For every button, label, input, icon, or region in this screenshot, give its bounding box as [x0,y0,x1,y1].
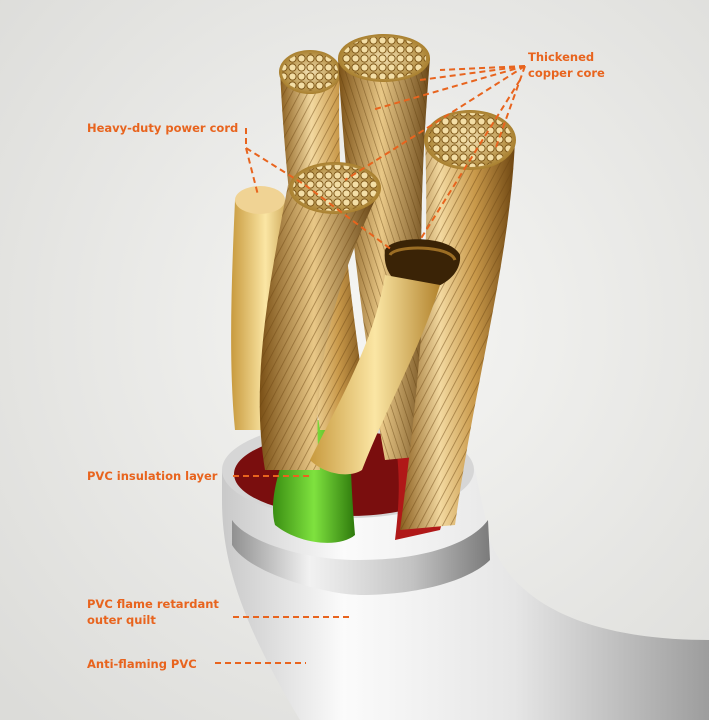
label-pvc-flame-retardant-outer-quilt: PVC flame retardant outer quilt [87,597,219,627]
copper-strands [231,34,516,530]
label-pvc-insulation-layer: PVC insulation layer [87,469,218,483]
label-anti-flaming-pvc: Anti-flaming PVC [87,657,197,671]
label-thickened-copper-core: Thickened copper core [528,50,605,80]
label-heavy-duty-power-cord: Heavy-duty power cord [87,121,239,135]
callout-lines [215,65,526,664]
